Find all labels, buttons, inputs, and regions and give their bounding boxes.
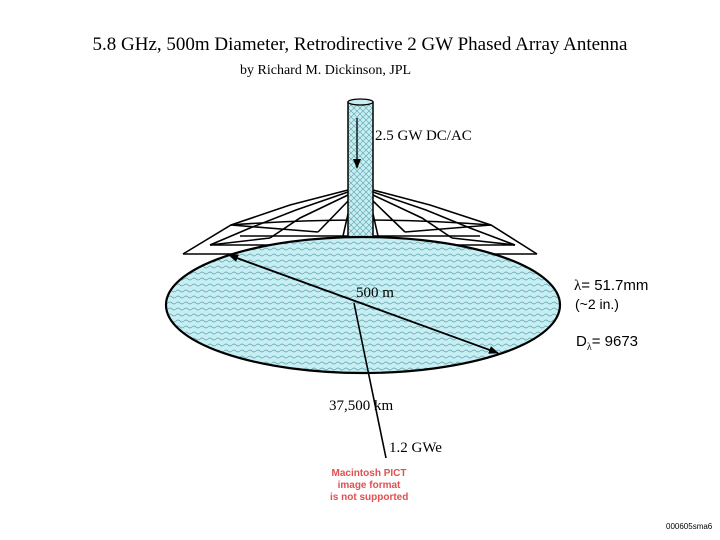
d-subscript: λ <box>586 342 592 353</box>
distance-label: 37,500 km <box>329 398 394 414</box>
power-input-label: 2.5 GW DC/AC <box>375 128 472 144</box>
feed-mast <box>347 101 374 238</box>
phased-array-dish <box>164 235 562 375</box>
author-byline: by Richard M. Dickinson, JPL <box>240 63 412 78</box>
feed-mast-top <box>347 98 374 106</box>
diameter-arrow-reverse <box>228 254 499 354</box>
wavelength-value: = 51.7mm <box>581 277 649 294</box>
wavelength-inches-label: (~2 in.) <box>575 296 619 312</box>
aperture-ratio-value: = 9673 <box>591 333 638 350</box>
pict-notice-line: is not supported <box>330 492 409 503</box>
power-output-label: 1.2 GWe <box>389 440 442 456</box>
d-symbol: D <box>576 333 587 350</box>
pict-unsupported-notice: Macintosh PICT image format is not suppo… <box>330 468 408 504</box>
slide-footer-id: 000605sma6 <box>666 522 713 531</box>
lambda-symbol: λ <box>574 278 582 294</box>
aperture-ratio-label: Dλ= 9673 <box>576 333 638 353</box>
wavelength-label: λ= 51.7mm <box>574 277 648 295</box>
pict-notice-line: image format <box>337 480 401 491</box>
beam-line <box>353 302 387 459</box>
pict-notice-line: Macintosh PICT <box>331 468 407 479</box>
diagram-title: 5.8 GHz, 500m Diameter, Retrodirective 2… <box>92 34 628 55</box>
diameter-label: 500 m <box>356 285 394 301</box>
